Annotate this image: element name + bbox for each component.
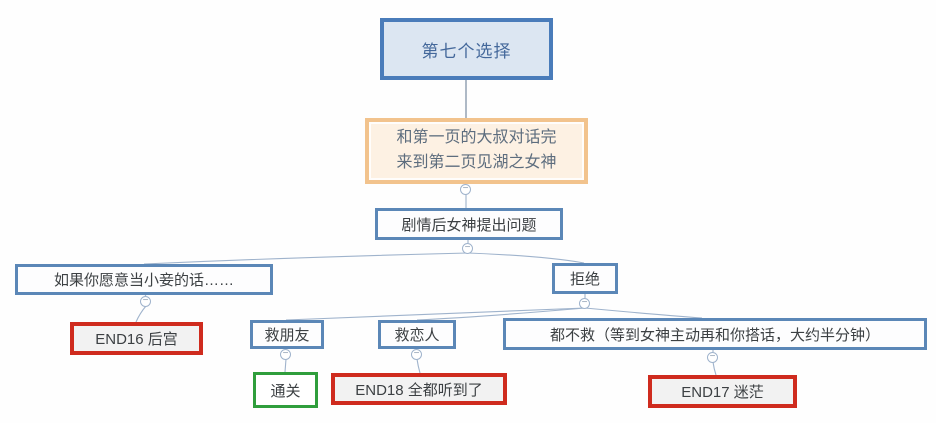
- node-end16-label: END16 后宫: [95, 331, 178, 348]
- node-end18-heard-everything[interactable]: END18 全都听到了: [331, 373, 507, 405]
- node-end17-lost[interactable]: END17 迷茫: [648, 375, 797, 408]
- connector-question-refuse: [467, 252, 585, 264]
- collapse-toggle-intro[interactable]: −: [460, 184, 471, 195]
- collapse-toggle-save-none[interactable]: −: [707, 352, 718, 363]
- connector-refuse-savenone: [584, 307, 703, 319]
- node-end18-label: END18 全都听到了: [355, 381, 483, 399]
- node-save-friend-label: 救朋友: [264, 327, 310, 344]
- collapse-toggle-save-lover[interactable]: −: [411, 349, 422, 360]
- node-intro-line1: 和第一页的大叔对话完: [396, 129, 557, 147]
- node-root-seventh-choice[interactable]: 第七个选择: [380, 18, 553, 80]
- node-save-none[interactable]: 都不救（等到女神主动再和你搭话，大约半分钟）: [503, 318, 927, 350]
- node-choice-refuse[interactable]: 拒绝: [552, 263, 618, 294]
- node-clear-pass[interactable]: 通关: [253, 372, 318, 408]
- connector-savelover-end18: [416, 358, 421, 374]
- node-choice-concubine[interactable]: 如果你愿意当小妾的话……: [15, 264, 273, 295]
- node-intro-line2: 来到第二页见湖之女神: [396, 154, 557, 171]
- collapse-toggle-save-friend[interactable]: −: [280, 349, 291, 360]
- node-choice-concubine-label: 如果你愿意当小妾的话……: [53, 272, 234, 289]
- connector-question-concubine: [143, 252, 469, 265]
- node-root-label: 第七个选择: [421, 41, 512, 61]
- collapse-toggle-question[interactable]: −: [462, 243, 473, 254]
- node-goddess-question[interactable]: 剧情后女神提出问题: [375, 208, 563, 240]
- node-choice-refuse-label: 拒绝: [569, 271, 600, 288]
- connector-concubine-end16: [135, 305, 147, 323]
- collapse-toggle-refuse[interactable]: −: [579, 298, 590, 309]
- connector-savenone-end17: [712, 361, 717, 376]
- node-save-lover[interactable]: 救恋人: [378, 320, 456, 349]
- node-goddess-question-label: 剧情后女神提出问题: [401, 216, 537, 234]
- node-save-lover-label: 救恋人: [394, 327, 440, 344]
- node-end17-label: END17 迷茫: [681, 384, 764, 401]
- node-intro-step[interactable]: 和第一页的大叔对话完 来到第二页见湖之女神: [365, 118, 588, 184]
- node-save-friend[interactable]: 救朋友: [250, 320, 324, 349]
- node-clear-pass-label: 通关: [270, 382, 301, 400]
- collapse-toggle-concubine[interactable]: −: [140, 296, 151, 307]
- node-end16-harem[interactable]: END16 后宫: [70, 322, 203, 355]
- connector-savefriend-clear: [284, 358, 287, 373]
- node-save-none-label: 都不救（等到女神主动再和你搭话，大约半分钟）: [549, 326, 880, 344]
